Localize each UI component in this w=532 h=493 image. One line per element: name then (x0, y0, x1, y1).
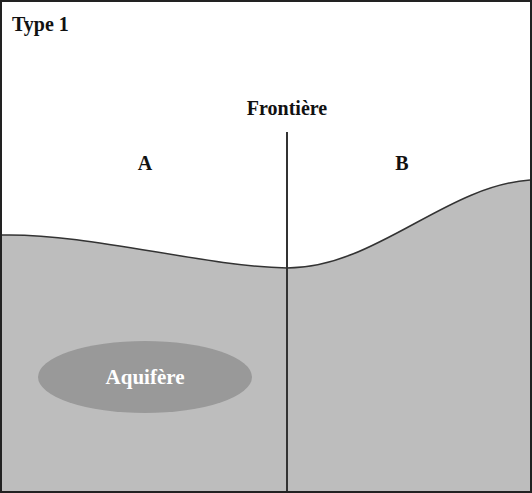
country-label: B (395, 152, 408, 175)
ground-surface-line (2, 180, 530, 268)
country-label: A (138, 152, 152, 175)
aquifer-label: Aquifère (106, 365, 185, 389)
border-label: Frontière (247, 97, 327, 120)
border-line (286, 132, 288, 491)
diagram-title: Type 1 (12, 13, 69, 36)
ellipse-fill (38, 341, 252, 413)
ground-area (2, 180, 530, 491)
aquifer-ellipse: Aquifère (38, 341, 252, 413)
